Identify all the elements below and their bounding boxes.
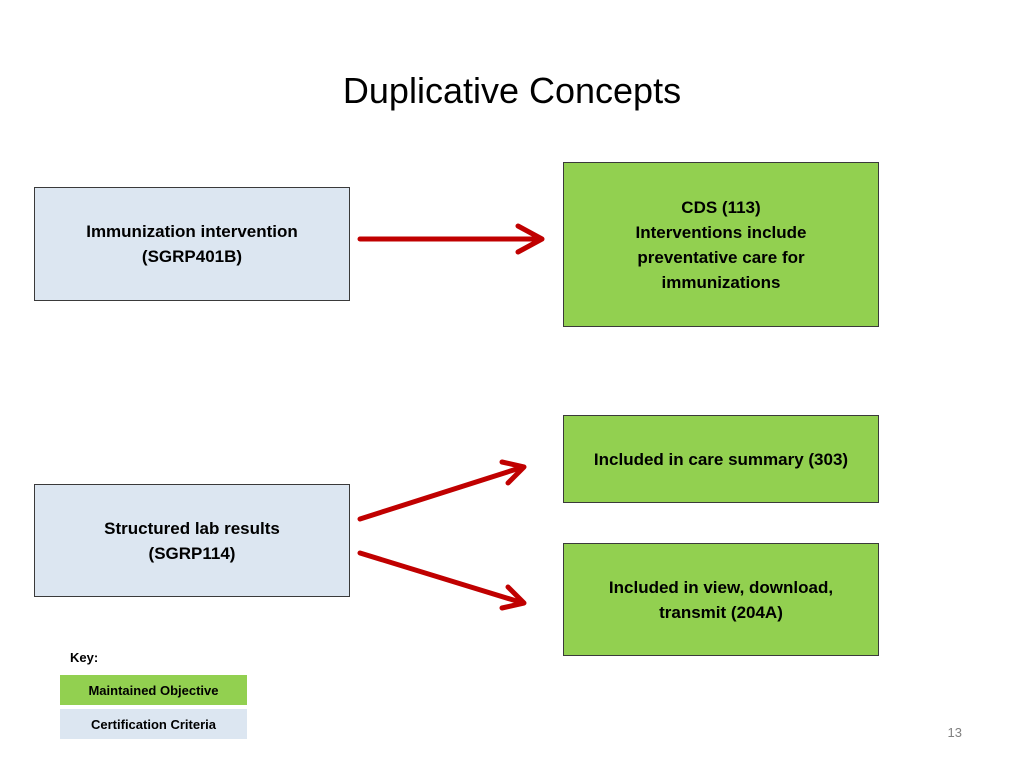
box-text-line: Interventions include bbox=[635, 222, 807, 242]
key-certification-criteria: Certification Criteria bbox=[60, 709, 247, 739]
box-text-line: (SGRP401B) bbox=[141, 247, 243, 266]
box-text-line: Immunization intervention bbox=[86, 222, 298, 241]
box-text-line: Included in view, download, bbox=[608, 577, 834, 597]
box-text-line: transmit (204A) bbox=[659, 602, 783, 622]
box-cds: CDS (113) Interventions include preventa… bbox=[563, 162, 879, 327]
box-view-download-transmit: Included in view, download, transmit (20… bbox=[563, 543, 879, 656]
box-immunization-intervention: Immunization intervention (SGRP401B) bbox=[34, 187, 350, 301]
arrow-immunization-to-cds bbox=[357, 223, 545, 255]
box-text-line: Included in care summary (303) bbox=[593, 449, 849, 469]
key-label: Key: bbox=[70, 650, 99, 665]
box-text-line: CDS (113) bbox=[681, 197, 761, 217]
box-text-line: (SGRP114) bbox=[148, 543, 236, 563]
arrow-lab-to-vdt bbox=[357, 550, 527, 611]
box-text-line: Structured lab results bbox=[104, 518, 280, 538]
page-number: 13 bbox=[947, 725, 962, 740]
box-structured-lab-results: Structured lab results (SGRP114) bbox=[34, 484, 350, 597]
arrow-lab-to-care-summary bbox=[357, 459, 527, 522]
slide-title: Duplicative Concepts bbox=[342, 70, 682, 111]
box-text-line: immunizations bbox=[661, 272, 781, 292]
key-maintained-objective: Maintained Objective bbox=[60, 675, 247, 705]
box-text-line: preventative care for bbox=[637, 247, 805, 267]
box-care-summary: Included in care summary (303) bbox=[563, 415, 879, 503]
